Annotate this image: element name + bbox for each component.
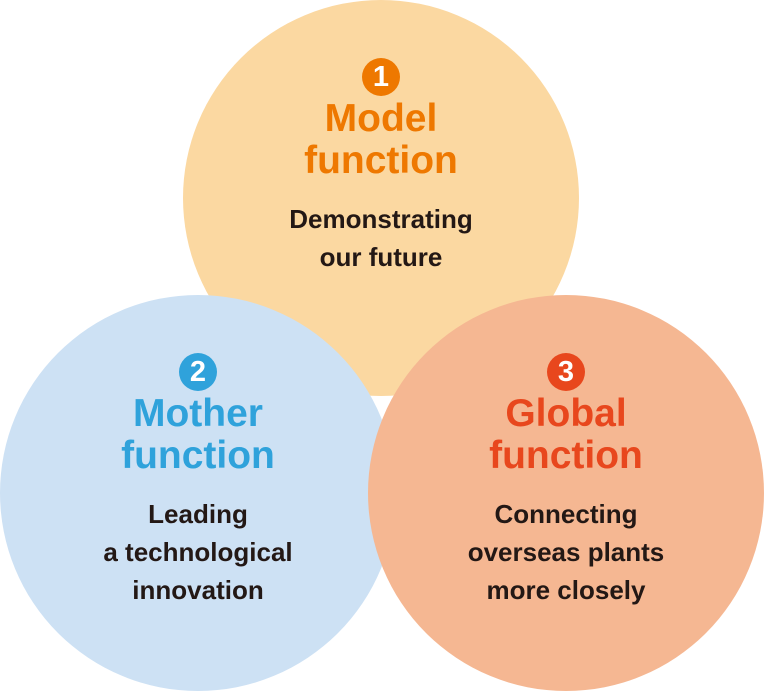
number-badge-2: 2 <box>179 353 217 391</box>
description-line: a technological <box>103 537 293 567</box>
description-line: overseas plants <box>467 537 665 567</box>
description-line: our future <box>319 242 443 272</box>
description-line: Leading <box>148 499 248 529</box>
mother-function-description: Leading a technological innovation <box>8 495 388 609</box>
title-line: Mother <box>133 392 263 435</box>
title-line: function <box>121 434 275 477</box>
global-function-description: Connecting overseas plants more closely <box>376 495 756 609</box>
number-badge-1: 1 <box>362 58 400 96</box>
global-function-content: 3 Global function Connecting overseas pl… <box>376 353 756 609</box>
model-function-title: Model function <box>191 98 571 182</box>
title-line: Model <box>324 97 438 140</box>
mother-function-content: 2 Mother function Leading a technologica… <box>8 353 388 609</box>
mother-function-title: Mother function <box>8 393 388 477</box>
title-line: function <box>304 139 458 182</box>
global-function-title: Global function <box>376 393 756 477</box>
number-badge-3: 3 <box>547 353 585 391</box>
model-function-content: 1 Model function Demonstrating our futur… <box>191 58 571 276</box>
description-line: innovation <box>132 575 264 605</box>
description-line: Connecting <box>494 499 638 529</box>
description-line: Demonstrating <box>289 204 473 234</box>
model-function-description: Demonstrating our future <box>191 200 571 276</box>
title-line: function <box>489 434 643 477</box>
title-line: Global <box>505 392 627 435</box>
description-line: more closely <box>486 575 646 605</box>
